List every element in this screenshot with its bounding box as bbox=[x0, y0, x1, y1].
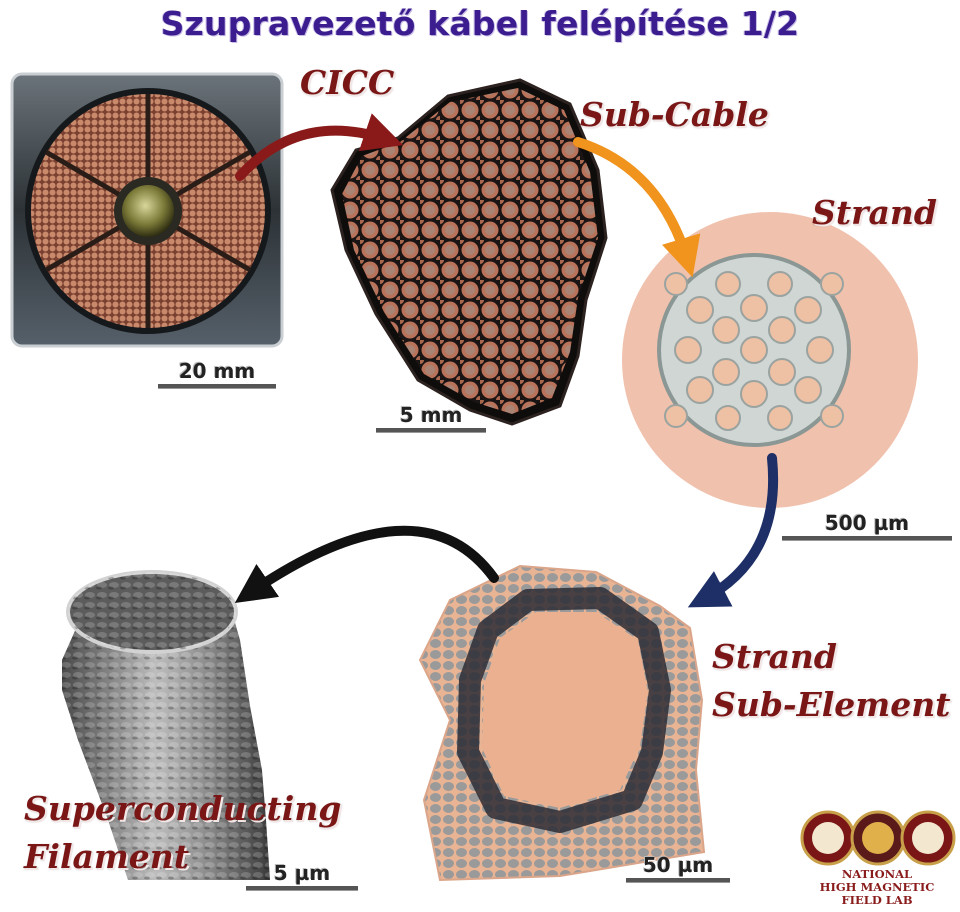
scale-bar-label: 20 mm bbox=[178, 359, 256, 383]
page-title: Szupravezető kábel felépítése 1/2 bbox=[160, 4, 800, 43]
scale-bar-line bbox=[376, 428, 486, 433]
scale-bar-strand: 500 µm bbox=[782, 512, 952, 541]
arrow-sub-element-to-filament bbox=[234, 525, 499, 604]
arrow-sub-cable-to-strand bbox=[573, 137, 701, 278]
label-strand-sub-element-2: Sub-Element bbox=[712, 685, 951, 724]
label-filament-1: Superconducting bbox=[24, 789, 342, 828]
scale-bar-line bbox=[626, 878, 730, 883]
scale-bar-label: 500 µm bbox=[824, 511, 910, 535]
scale-bar-cicc: 20 mm bbox=[158, 360, 276, 389]
nhmfl-logo-seals bbox=[800, 810, 956, 866]
strand-cross-section-image bbox=[622, 212, 918, 508]
cicc-cross-section-image bbox=[10, 72, 284, 348]
nhmfl-logo-text: NATIONAL HIGH MAGNETIC FIELD LAB bbox=[800, 868, 954, 907]
sub-cable-cross-section-image bbox=[330, 78, 608, 426]
scale-bar-filament: 5 µm bbox=[246, 862, 358, 891]
scale-bar-label: 50 µm bbox=[642, 853, 714, 877]
label-sub-cable: Sub-Cable bbox=[580, 95, 769, 134]
label-cicc: CICC bbox=[300, 63, 395, 102]
logo-line-3: FIELD LAB bbox=[841, 893, 913, 907]
logo-line-1: NATIONAL bbox=[841, 867, 913, 881]
scale-bar-line bbox=[782, 536, 952, 541]
scale-bar-line bbox=[158, 384, 276, 389]
scale-bar-sub-cable: 5 mm bbox=[376, 404, 486, 433]
label-filament-2: Filament bbox=[24, 837, 190, 876]
scale-bar-line bbox=[246, 886, 358, 891]
scale-bar-sub-element: 50 µm bbox=[626, 854, 730, 883]
strand-sub-element-image bbox=[418, 564, 706, 882]
superconducting-filament-image bbox=[62, 570, 270, 880]
logo-line-2: HIGH MAGNETIC bbox=[819, 880, 935, 894]
scale-bar-label: 5 mm bbox=[399, 403, 463, 427]
arrow-strand-to-sub-element bbox=[687, 453, 779, 608]
scale-bar-label: 5 µm bbox=[273, 861, 331, 885]
label-strand: Strand bbox=[812, 193, 937, 232]
label-strand-sub-element-1: Strand bbox=[712, 637, 837, 676]
arrow-cicc-to-sub-cable bbox=[235, 113, 404, 181]
